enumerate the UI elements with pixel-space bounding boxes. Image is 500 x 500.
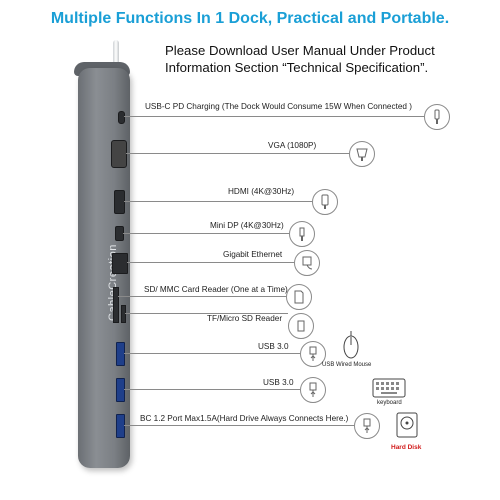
leader-line <box>124 389 300 390</box>
hard-disk-label: Hard Disk <box>391 444 422 451</box>
ethernet-port <box>112 253 128 274</box>
headline: Multiple Functions In 1 Dock, Practical … <box>50 10 450 27</box>
ethernet-plug-icon <box>294 250 320 276</box>
port-label-usb3-2: USB 3.0 <box>263 378 294 387</box>
keyboard-label: keyboard <box>377 400 402 406</box>
usb-plug-icon <box>300 341 326 367</box>
port-label-micro-sd: TF/Micro SD Reader <box>207 314 283 323</box>
vga-plug-icon <box>349 141 375 167</box>
keyboard-icon <box>372 378 406 398</box>
leader-line <box>125 313 288 314</box>
mouse-icon <box>343 330 359 359</box>
leader-line <box>124 116 424 117</box>
port-label-mini-dp: Mini DP (4K@30Hz) <box>210 221 284 230</box>
leader-line <box>118 296 286 297</box>
subheading-line-2: Information Section “Technical Specifica… <box>165 60 429 75</box>
usb-c-port <box>118 111 125 124</box>
usb3-port-2 <box>116 378 125 402</box>
micro-sd-card-icon <box>288 313 314 339</box>
subheading: Please Download User Manual Under Produc… <box>165 42 485 76</box>
usb-c-plug-icon <box>424 104 450 130</box>
hdmi-plug-icon <box>312 189 338 215</box>
port-label-bc12: BC 1.2 Port Max1.5A(Hard Drive Always Co… <box>140 414 349 423</box>
leader-line <box>124 201 312 202</box>
leader-line <box>124 425 354 426</box>
mouse-label: USB Wired Mouse <box>322 362 372 368</box>
subheading-line-1: Please Download User Manual Under Produc… <box>165 43 435 58</box>
usb3-port-3 <box>116 414 125 438</box>
leader-line <box>123 233 289 234</box>
sd-card-slot <box>113 287 119 323</box>
port-label-vga: VGA (1080P) <box>268 141 317 150</box>
mini-dp-plug-icon <box>289 221 315 247</box>
usb-c-cable <box>113 40 119 70</box>
usb-plug-icon <box>300 377 326 403</box>
hdmi-port <box>114 190 125 214</box>
port-label-hdmi: HDMI (4K@30Hz) <box>228 187 295 196</box>
port-label-ethernet: Gigabit Ethernet <box>223 250 283 259</box>
leader-line <box>126 153 349 154</box>
port-label-usb3-1: USB 3.0 <box>258 342 289 351</box>
port-label-usb-c: USB-C PD Charging (The Dock Would Consum… <box>145 102 412 111</box>
micro-sd-slot <box>121 305 126 323</box>
hard-disk-icon <box>396 412 418 438</box>
vga-port <box>111 140 127 168</box>
usb-plug-icon <box>354 413 380 439</box>
usb3-port-1 <box>116 342 125 366</box>
port-label-sd: SD/ MMC Card Reader (One at a Time) <box>144 285 288 294</box>
leader-line <box>124 353 300 354</box>
leader-line <box>127 262 294 263</box>
sd-card-icon <box>286 284 312 310</box>
